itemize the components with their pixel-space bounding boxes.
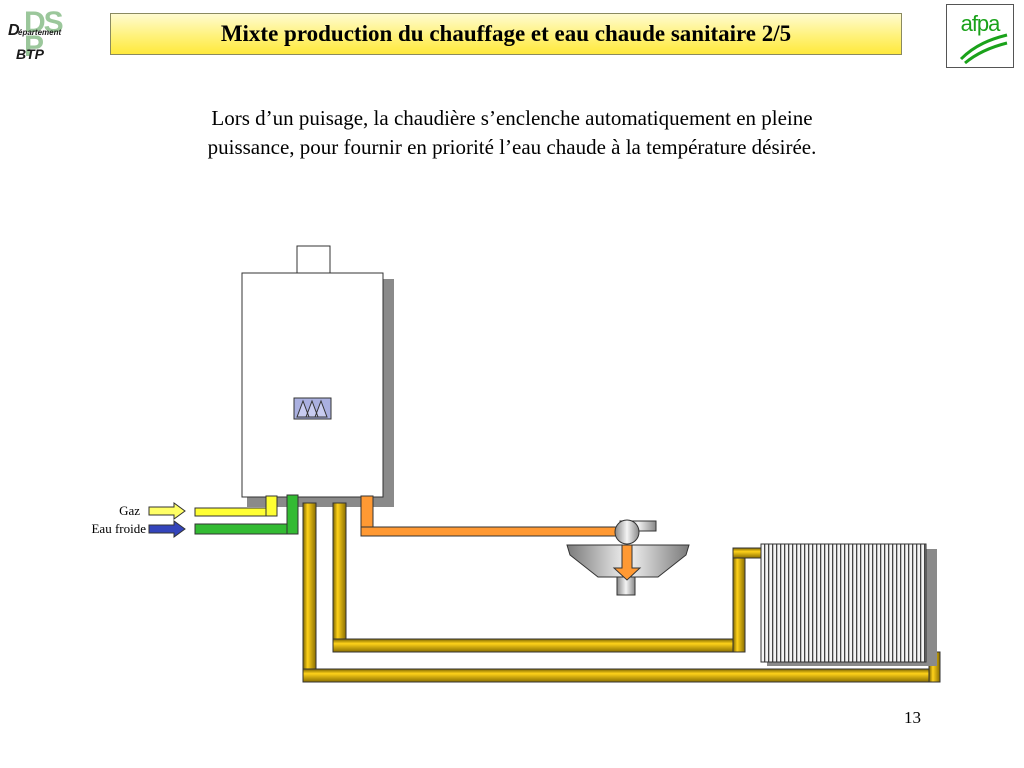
hot-water-flow-arrow-icon <box>612 544 642 581</box>
gas-pipe-vertical <box>265 495 278 517</box>
page-number: 13 <box>904 708 921 727</box>
gas-pipe-horizontal <box>194 507 278 517</box>
cold-water-label: Eau froide <box>91 521 146 536</box>
cold-water-pipe-vertical <box>286 494 299 535</box>
gas-label: Gaz <box>119 503 140 518</box>
heating-pipe-flow-vertical <box>332 502 347 653</box>
burner-flame-icon <box>293 397 332 420</box>
intro-line-1: Lors d’un puisage, la chaudière s’enclen… <box>211 106 813 130</box>
logo-afpa-swoosh-icon <box>959 33 1008 65</box>
boiler-body <box>241 272 384 498</box>
slide-title: Mixte production du chauffage et eau cha… <box>110 13 902 55</box>
heating-pipe-return-vertical <box>302 502 317 683</box>
intro-text: Lors d’un puisage, la chaudière s’enclen… <box>40 104 984 163</box>
logo-afpa-text: afpa <box>960 11 1001 36</box>
logo-letters-top: DS <box>24 6 64 39</box>
gas-arrow-icon <box>148 502 186 520</box>
hot-water-pipe-horizontal <box>360 526 624 537</box>
heating-pipe-flow-inlet <box>732 547 764 559</box>
radiator <box>760 543 927 663</box>
boiler-flue <box>296 245 331 274</box>
heating-pipe-return-horizontal <box>302 668 941 683</box>
heating-pipe-flow-riser <box>732 547 746 653</box>
heating-pipe-flow-horizontal <box>332 638 746 653</box>
slide-title-text: Mixte production du chauffage et eau cha… <box>220 21 792 46</box>
logo-afpa: afpa <box>946 4 1014 68</box>
cold-water-arrow-icon <box>148 520 186 538</box>
cold-water-pipe-horizontal <box>194 523 299 535</box>
logo-letters-bottom: P <box>24 30 44 63</box>
logo-departement: épartement <box>18 28 62 37</box>
tap-icon <box>614 519 657 545</box>
intro-line-2: puissance, pour fournir en priorité l’ea… <box>207 135 817 160</box>
logo-d: D <box>8 22 20 39</box>
logo-dsp-btp: DS P D épartement BTP <box>4 8 66 64</box>
logo-btp: BTP <box>16 46 44 62</box>
